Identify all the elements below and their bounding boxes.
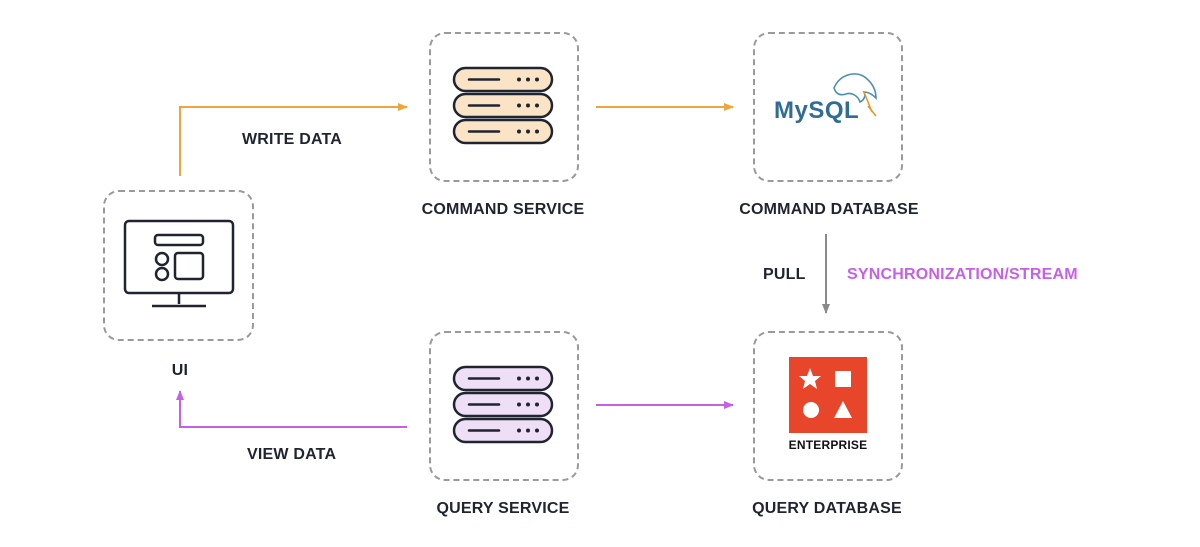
- ui-node: [103, 190, 254, 341]
- star-icon: [799, 368, 821, 389]
- server-stack-icon: [451, 65, 555, 152]
- query-service-label: QUERY SERVICE: [436, 500, 570, 517]
- view-data-arrow: [176, 390, 407, 428]
- command-database-node: [753, 32, 903, 182]
- write-data-arrow: [179, 103, 408, 176]
- server-stack-icon: [451, 364, 555, 451]
- pull-label: PULL: [763, 266, 806, 283]
- command-service-node: [429, 32, 579, 182]
- command-service-label: COMMAND SERVICE: [421, 201, 585, 218]
- command-database-label: COMMAND DATABASE: [739, 201, 919, 218]
- mysql-logo-icon: MySQL: [772, 68, 884, 133]
- ui-label: UI: [171, 362, 189, 379]
- sync-stream-label: SYNCHRONIZATION/STREAM: [847, 266, 1078, 283]
- query-service-node: [429, 331, 579, 481]
- monitor-icon: [122, 218, 236, 319]
- enterprise-badge-icon: ENTERPRISE: [788, 356, 868, 461]
- view-data-label: VIEW DATA: [247, 446, 337, 463]
- query-database-label: QUERY DATABASE: [752, 500, 902, 517]
- write-data-label: WRITE DATA: [242, 131, 343, 148]
- query-database-node: [753, 331, 903, 481]
- svg-text:MySQL: MySQL: [774, 97, 859, 124]
- enterprise-badge-text: ENTERPRISE: [788, 438, 868, 452]
